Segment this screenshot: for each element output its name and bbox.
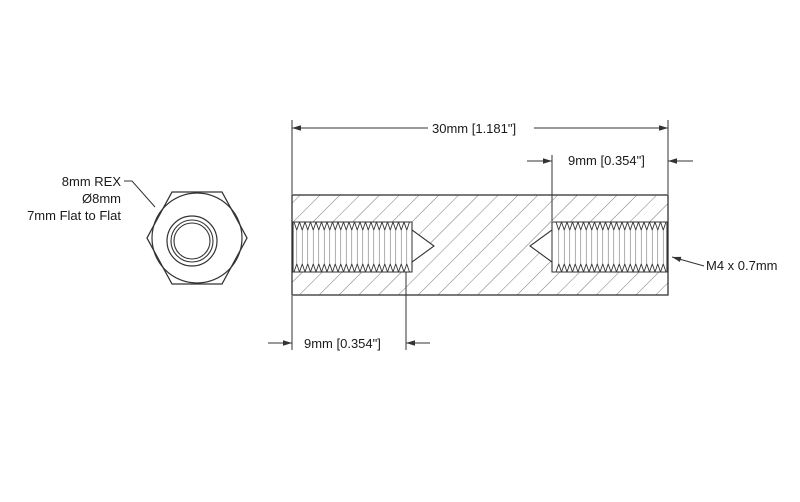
overall-length-label: 30mm [1.181"] (432, 121, 517, 136)
left-thread-bore (292, 221, 435, 273)
hex-outline (146, 191, 248, 285)
hex-spec-labels: 8mm REX Ø8mm 7mm Flat to Flat (27, 173, 121, 224)
right-depth-label: 9mm [0.354"] (568, 153, 645, 168)
hex-end-view (124, 180, 248, 285)
thread-spec-label: M4 x 0.7mm (706, 258, 778, 273)
left-depth-dimension (268, 272, 430, 350)
right-thread-teeth (555, 221, 667, 273)
left-depth-label: 9mm [0.354"] (304, 336, 381, 351)
thread-leader (671, 256, 705, 267)
hex-outer-circle (151, 192, 243, 284)
rex-size-label: 8mm REX (61, 174, 121, 189)
bore-hole-circle (173, 222, 211, 260)
bore-outer-circle (166, 215, 218, 267)
diameter-label: Ø8mm (82, 191, 121, 206)
left-thread-teeth (293, 221, 410, 273)
flat-to-flat-label: 7mm Flat to Flat (27, 208, 121, 223)
section-view (291, 194, 669, 296)
rex-leader (124, 180, 156, 208)
right-depth-dimension (527, 155, 693, 221)
bore-inner-circle (170, 219, 214, 263)
